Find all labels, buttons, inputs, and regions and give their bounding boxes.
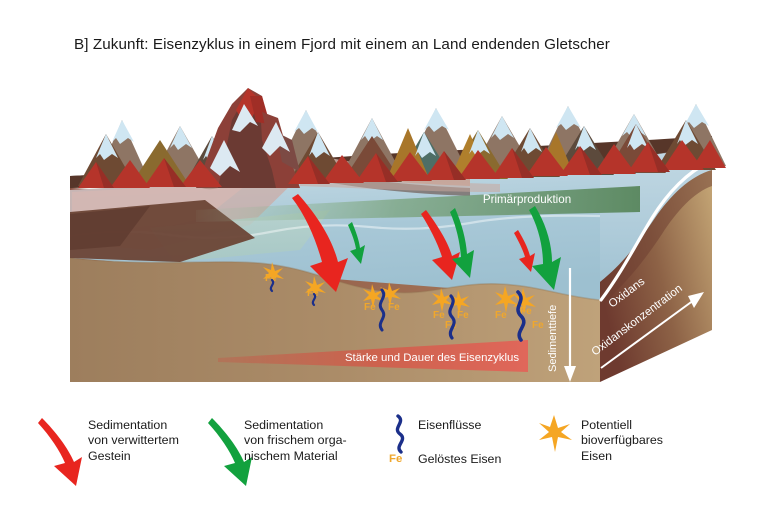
legend-red-arrow-icon — [38, 418, 82, 486]
legend-line: nischem Material — [244, 448, 338, 463]
legend-line: Gelöstes Eisen — [418, 452, 502, 466]
legend-line: Sedimentation — [244, 418, 324, 432]
primary-production-label: Primärproduktion — [483, 193, 571, 206]
legend-fe-text-icon: Fe — [389, 453, 403, 465]
legend-item-dissolved-iron-text: Gelöstes Eisen — [418, 452, 548, 467]
fe-label: Fe — [364, 302, 376, 313]
sediment-depth-label: Sedimenttiefe — [547, 305, 559, 372]
legend-line: bioverfügbares — [581, 433, 663, 448]
fe-label: Fe — [445, 320, 457, 331]
legend-item-iron-flux-text: Eisenflüsse — [418, 418, 538, 433]
sediment-block-right-face — [600, 146, 712, 382]
legend-line: Eisenflüsse — [418, 418, 482, 432]
legend-line: Potentiell — [581, 418, 632, 432]
fe-cluster-5: Fe Fe Fe — [495, 286, 544, 342]
fe-cluster-3: Fe Fe — [363, 282, 401, 332]
legend-item-organic-material-text: Sedimentation von frischem orga- nischem… — [244, 418, 374, 464]
fe-label: Fe — [265, 273, 277, 284]
legend-star-burst-icon — [539, 415, 572, 452]
sediment-depth-axis: Sedimenttiefe — [547, 268, 576, 382]
red-arrow-small — [514, 230, 535, 272]
oxidant-curve — [599, 160, 711, 302]
legend-line: Eisen — [581, 448, 612, 463]
iron-cycle-banner: Stärke und Dauer des Eisenzyklus — [218, 340, 528, 372]
green-arrow-small — [348, 222, 365, 264]
legend-line: Sedimentation — [88, 418, 168, 432]
fe-cluster-2: Fe — [305, 276, 326, 307]
proglacial-sediment-lobe-2 — [70, 206, 150, 250]
legend-line: Gestein — [88, 448, 131, 463]
iron-cycle-strength-label: Stärke und Dauer des Eisenzyklus — [345, 352, 519, 364]
fe-label: Fe — [388, 302, 400, 313]
green-arrow-large — [529, 206, 561, 290]
red-arrow-large — [292, 194, 348, 292]
fe-cluster-1: Fe — [263, 262, 284, 293]
foreground-red-hills-shadow — [96, 142, 670, 188]
legend-item-bioavailable-iron-text: Potentiell bioverfügbares Eisen — [581, 418, 701, 464]
green-arrow-medium — [450, 208, 474, 278]
legend-item-weathered-rock-text: Sedimentation von verwittertem Gestein — [88, 418, 206, 464]
fe-label: Fe — [520, 306, 532, 317]
page-title: B] Zukunft: Eisenzyklus in einem Fjord m… — [74, 36, 610, 53]
fe-label: Fe — [495, 310, 507, 321]
legend-line: von verwittertem — [88, 433, 179, 448]
red-arrow-medium — [421, 210, 460, 280]
seafloor-line — [69, 257, 601, 301]
fe-label: Fe — [532, 320, 544, 331]
legend-green-arrow-icon — [208, 418, 252, 486]
legend-iron-flux-squiggle-icon — [395, 414, 405, 454]
fe-cluster-4: Fe Fe Fe — [432, 288, 470, 340]
fe-label: Fe — [457, 310, 469, 321]
fe-label: Fe — [433, 310, 445, 321]
central-red-massif — [196, 88, 300, 188]
legend-line: von frischem orga- — [244, 433, 347, 448]
